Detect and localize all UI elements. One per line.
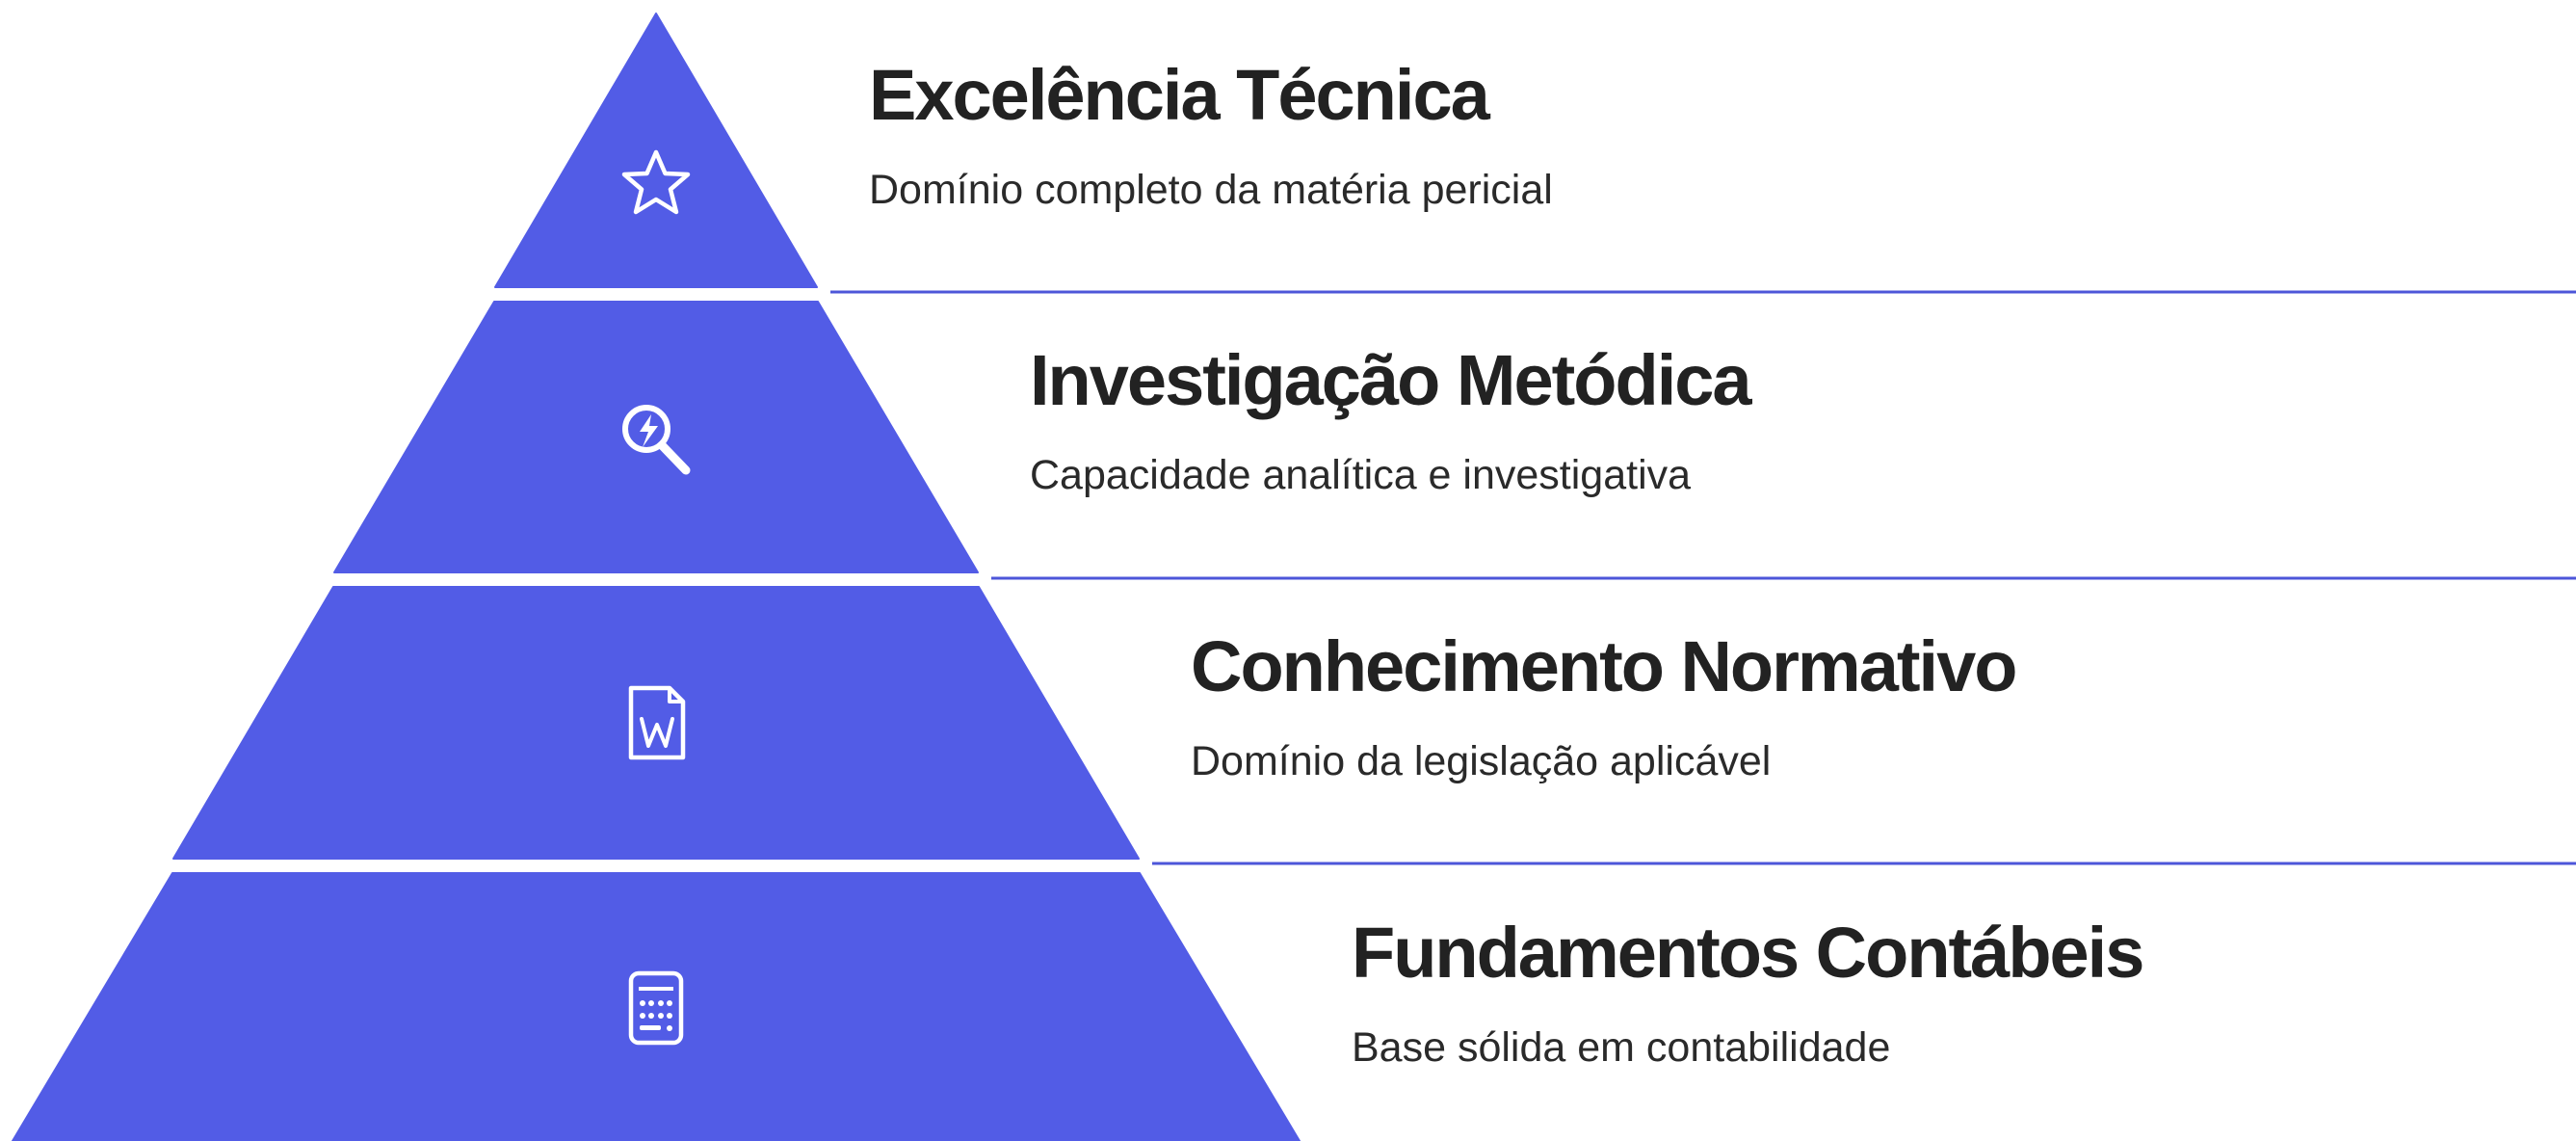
calculator-icon xyxy=(628,970,684,1046)
star-icon xyxy=(621,149,691,215)
pyramid-tier-4 xyxy=(12,872,1301,1141)
tier-description: Capacidade analítica e investigativa xyxy=(1030,452,1692,498)
tier-text-1: Excelência Técnica Domínio completo da m… xyxy=(869,60,1553,211)
tier-title: Excelência Técnica xyxy=(869,55,1490,135)
tier-description: Domínio da legislação aplicável xyxy=(1191,738,1772,784)
tier-text-2: Investigação Metódica Capacidade analíti… xyxy=(1030,340,1752,498)
tier-title: Conhecimento Normativo xyxy=(1191,626,2017,706)
tier-text-3: Conhecimento Normativo Domínio da legisl… xyxy=(1191,626,2017,784)
pyramid-tier-3 xyxy=(172,586,1140,860)
word-document-icon xyxy=(628,685,686,760)
tier-description: Domínio completo da matéria pericial xyxy=(869,167,1553,213)
tier-title: Fundamentos Contábeis xyxy=(1352,913,2144,993)
tier-description: Base sólida em contabilidade xyxy=(1352,1024,1891,1071)
magnifier-lightning-icon xyxy=(622,405,691,475)
tier-text-4: Fundamentos Contábeis Base sólida em con… xyxy=(1352,913,2144,1071)
tier-title: Investigação Metódica xyxy=(1030,340,1752,420)
pyramid-tier-2 xyxy=(333,301,979,573)
